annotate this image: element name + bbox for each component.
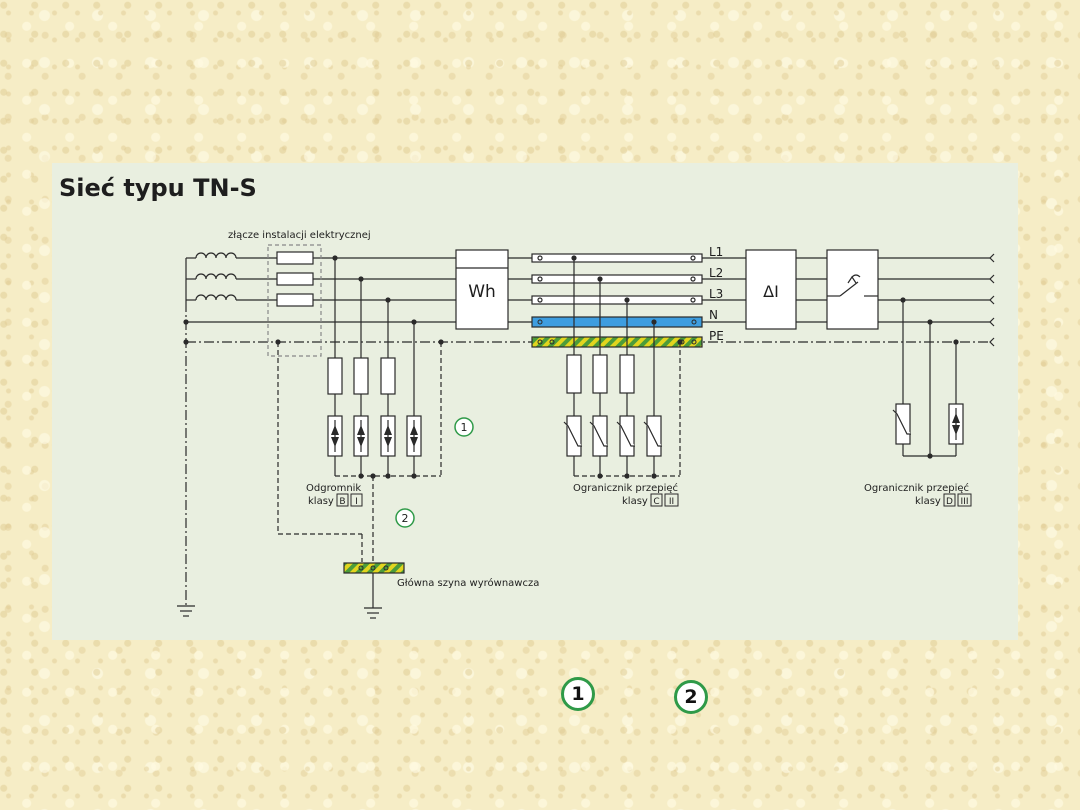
main-fuses xyxy=(276,251,314,307)
spd-c-class-letter: C xyxy=(653,497,659,507)
connection-label: złącze instalacji elektrycznej xyxy=(228,230,371,241)
pe-busbar xyxy=(531,336,703,348)
phase-busbars xyxy=(531,253,703,305)
line-label-l1: L1 xyxy=(709,245,723,259)
spd-class-c-fuses xyxy=(566,354,635,394)
spd-b-class-word: klasy xyxy=(308,496,334,507)
switch-box xyxy=(826,249,879,330)
spd-c-class-word: klasy xyxy=(622,496,648,507)
spd-d-class-roman: III xyxy=(961,497,969,507)
rcd-label: ΔI xyxy=(763,282,779,301)
legend-marker-1: 1 xyxy=(561,677,595,711)
diagram-panel: Sieć typu TN-S xyxy=(52,163,1018,640)
spd-d-class-letter: D xyxy=(946,497,953,507)
spd-class-b-arresters xyxy=(327,415,422,457)
spd-d-class-word: klasy xyxy=(915,496,941,507)
spd-class-d-arrow-icon xyxy=(952,413,960,435)
spd-b-class-letter: B xyxy=(339,497,345,507)
spd-c-class-roman: II xyxy=(669,497,674,507)
line-label-l3: L3 xyxy=(709,287,723,301)
marker-2-text: 2 xyxy=(402,512,409,525)
tn-s-network-diagram: Sieć typu TN-S xyxy=(59,174,995,619)
line-label-n: N xyxy=(709,308,718,322)
spd-class-d-devices xyxy=(892,403,964,445)
connection-box-outline xyxy=(267,244,322,357)
pe-drop-to-main-bus xyxy=(277,342,363,562)
spd-b-class-roman: I xyxy=(355,497,358,507)
main-bus-earth xyxy=(364,573,382,619)
spd-class-b-arrows xyxy=(331,425,418,447)
spd-class-c-varistors xyxy=(563,415,662,457)
rcd-box xyxy=(745,249,797,330)
switch-icon xyxy=(827,274,878,297)
spd-class-c-branches xyxy=(573,258,681,477)
spd-class-b-branches xyxy=(334,258,442,562)
bus-screws xyxy=(358,319,697,571)
line-end-marks xyxy=(989,253,995,347)
transformer-coils xyxy=(185,252,237,302)
junction-dots xyxy=(183,255,959,479)
main-equipotential-bus xyxy=(343,562,405,574)
spd-d-title: Ogranicznik przepięć xyxy=(864,482,969,494)
neutral-busbar xyxy=(531,316,703,328)
marker-2: 2 xyxy=(395,508,415,528)
spd-b-title: Odgromnik xyxy=(306,483,361,494)
class-label-boxes xyxy=(336,493,972,507)
transformer-earth-icon xyxy=(177,605,195,617)
main-bus-label: Główna szyna wyrównawcza xyxy=(397,577,539,589)
legend-marker-2: 2 xyxy=(674,680,708,714)
marker-1-text: 1 xyxy=(461,421,468,434)
spd-c-title: Ogranicznik przepięć xyxy=(573,482,678,494)
marker-1: 1 xyxy=(454,417,474,437)
line-label-l2: L2 xyxy=(709,266,723,280)
meter-label: Wh xyxy=(468,282,496,302)
diagram-title: Sieć typu TN-S xyxy=(59,174,257,202)
spd-class-b-fuses xyxy=(327,357,396,395)
energy-meter xyxy=(455,249,509,330)
line-label-pe: PE xyxy=(709,329,724,343)
